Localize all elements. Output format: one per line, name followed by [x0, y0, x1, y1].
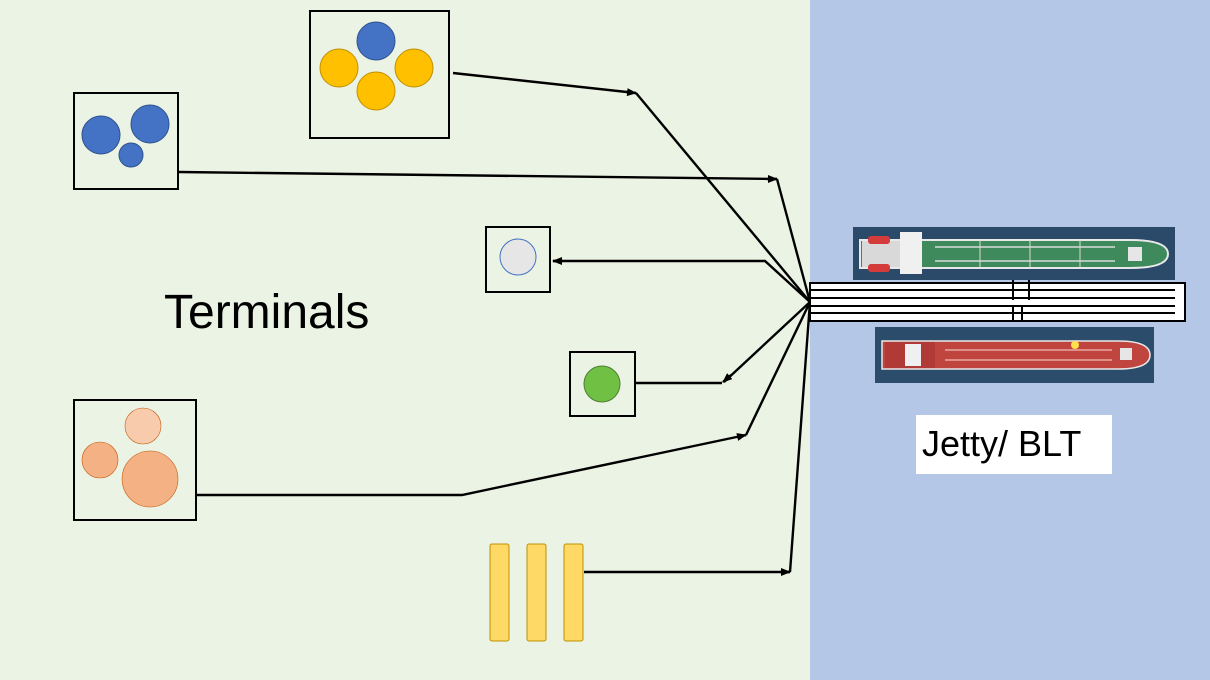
silo-icon: [489, 543, 584, 642]
pipeline-blue-terminal: [178, 170, 778, 181]
pipeline-connections: [178, 71, 812, 576]
tank-group-icon: [319, 21, 434, 111]
terminal-grey: [485, 226, 551, 293]
pipeline-arrow: [625, 88, 637, 97]
tanker-ship-icon: [875, 327, 1154, 383]
jetty-label-box: [916, 415, 1112, 474]
pipeline-peach-to-jetty: [744, 301, 812, 436]
pipeline-yellow-blue-terminal: [452, 71, 637, 95]
terminal-blue: [73, 92, 179, 190]
tank-group-icon: [81, 407, 179, 508]
pipeline-blue-to-jetty: [775, 178, 812, 303]
pipeline-arrow: [736, 433, 747, 441]
pipeline-grey-terminal: [553, 259, 811, 303]
tank-icon: [583, 365, 621, 403]
terminals-label: Terminals: [164, 286, 369, 339]
pipeline-arrow: [722, 373, 733, 383]
pipeline-yellow-blue-to-jetty: [635, 92, 811, 303]
terminal-yellow-blue: [309, 10, 450, 139]
terminal-green: [569, 351, 636, 417]
land-area: [0, 0, 810, 680]
tank-icon: [499, 238, 537, 276]
jetty-label: Jetty/ BLT: [922, 423, 1081, 464]
pipeline-green-to-jetty: [723, 301, 811, 383]
jetty-icon: [809, 280, 1186, 322]
terminal-peach: [73, 399, 197, 521]
tanker-ship-icon: [853, 227, 1175, 280]
pipeline-peach-terminal: [197, 433, 747, 497]
tank-group-icon: [81, 104, 170, 168]
pipeline-silos-to-jetty: [788, 301, 812, 573]
